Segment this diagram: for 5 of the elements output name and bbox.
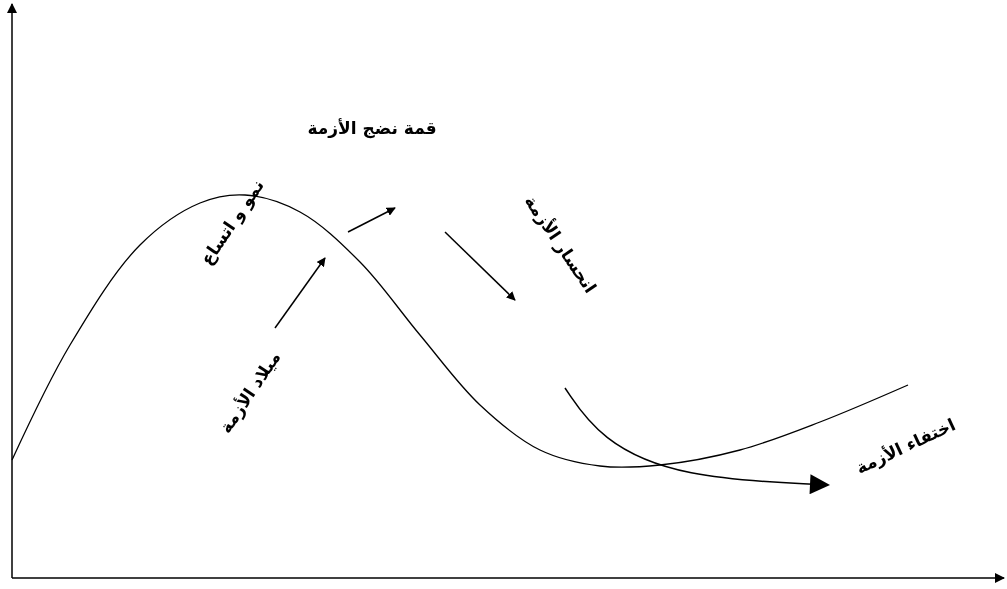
stage-label: اختفاء الأزمة	[852, 414, 959, 479]
stage-label: انحسار الأزمة	[519, 191, 600, 297]
stage-label: قمة نضج الأزمة	[307, 118, 437, 139]
stage-label: ميلاد الأزمة	[215, 347, 285, 437]
stage-label: نمو و اتساع	[196, 175, 269, 269]
